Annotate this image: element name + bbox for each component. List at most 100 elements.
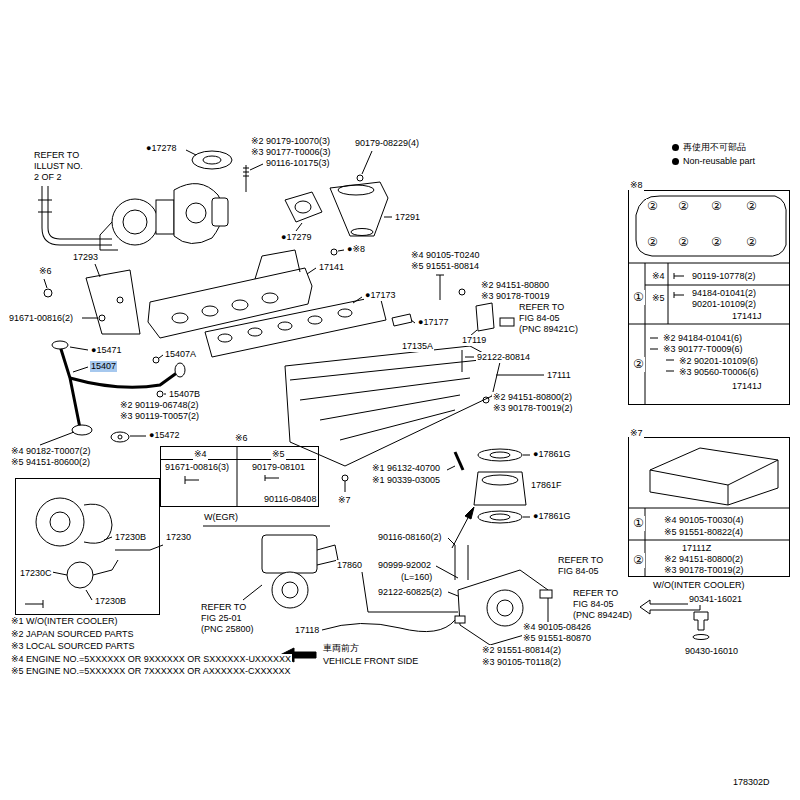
part-label: 90179-08229(4)	[354, 138, 420, 149]
part-label: ●15471	[90, 345, 122, 356]
part-label: ①	[632, 290, 645, 305]
part-label: ※3 90178-T0019(2)	[663, 565, 745, 576]
part-label: 17119	[461, 335, 487, 346]
part-label: 再使用不可部品	[682, 142, 747, 153]
part-label: ●15472	[148, 430, 180, 441]
part-label: ※4 90105-T0030(4)	[663, 515, 745, 526]
part-label: ②	[632, 553, 645, 568]
part-label: 90430-16010	[684, 646, 739, 657]
part-label: ※5 91551-80814	[410, 261, 480, 272]
part-label: ※4 90105-08426	[522, 622, 592, 633]
part-label: ※3 90178-T0019(2)	[492, 403, 574, 414]
part-label: 17230C	[19, 568, 53, 579]
part-label: 17230B	[114, 532, 147, 543]
part-label: 90116-08408	[263, 494, 317, 505]
part-label: ②	[745, 235, 758, 250]
part-label: ※2 91551-80814(2)	[481, 645, 562, 656]
part-label: ※2 94151-80800(2)	[663, 554, 744, 565]
part-label: ※3 90177-T0009(6)	[662, 344, 744, 355]
part-label: 90341-16021	[688, 594, 743, 605]
part-label: ※8	[629, 180, 644, 191]
part-label: 91671-00816(2)	[8, 313, 74, 324]
part-label: ①	[632, 516, 645, 531]
part-label: ※2 90119-06748(2)	[119, 400, 199, 411]
inset-box: ※6※4※591671-00816(3)90179-0810190116-084…	[160, 446, 319, 507]
part-label: ※3 LOCAL SOURCED PARTS	[10, 641, 135, 652]
part-label: 92122-80814	[476, 352, 531, 363]
part-label: 15407	[90, 361, 117, 372]
part-label: 94184-01041(2)	[691, 288, 757, 299]
part-label: ※6	[234, 433, 249, 444]
part-label: 17861F	[530, 480, 563, 491]
part-label: ※4	[651, 271, 666, 282]
part-label: ※4	[193, 449, 208, 460]
part-label: ※4 90182-T0007(2)	[10, 446, 92, 457]
part-label: ②	[710, 235, 723, 250]
part-label: ●17861G	[532, 449, 571, 460]
part-label: ※4 ENGINE NO.=5XXXXXX OR 9XXXXXX OR SXXX…	[10, 654, 292, 665]
part-label: (L=160)	[400, 572, 433, 583]
legend-dot	[672, 158, 679, 165]
part-label: 17860	[336, 560, 363, 571]
part-label: 17141J	[731, 381, 763, 392]
part-label: ※2 94151-80800	[480, 280, 550, 291]
part-label: ※6	[38, 266, 53, 277]
part-label: 92122-60825(2)	[377, 587, 443, 598]
part-label: ②	[677, 235, 690, 250]
part-label: ※2 94151-80800(2)	[492, 392, 573, 403]
part-label: ※1 W/O(INTER COOLER)	[10, 616, 119, 627]
part-label: ※3 90560-T0006(6)	[678, 367, 760, 378]
part-label: ●※8	[346, 244, 366, 255]
part-label: ※3 90119-T0057(2)	[119, 411, 200, 422]
part-label: 90999-92002	[377, 560, 432, 571]
part-label: ※5	[651, 293, 666, 304]
part-label: ②	[745, 199, 758, 214]
part-label: ②	[646, 199, 659, 214]
part-label: 17230B	[94, 596, 127, 607]
part-label: 17230	[165, 532, 192, 543]
part-label: ●17173	[364, 290, 396, 301]
part-label: ※7	[337, 495, 352, 506]
part-label: 90179-08101	[251, 462, 306, 473]
part-label: REFER TO FIG 84-05 (PNC 89424D)	[572, 588, 636, 621]
part-label: ※7	[629, 428, 644, 439]
part-label: ●17278	[145, 143, 177, 154]
part-label: 17293	[72, 252, 99, 263]
part-label: ※5 94151-80600(2)	[10, 457, 91, 468]
legend-dot	[672, 144, 679, 151]
part-label: ②	[710, 199, 723, 214]
part-label: ※1 96132-40700	[371, 463, 441, 474]
part-label: ②	[632, 357, 645, 372]
part-label: 91671-00816(3)	[164, 462, 230, 473]
part-label: 90116-10175(3)	[265, 158, 330, 169]
part-label: 17291	[394, 212, 421, 223]
part-label: W(EGR)	[203, 512, 239, 523]
inset-box: ※7①※4 90105-T0030(4)※5 91551-80822(4)②17…	[628, 437, 790, 577]
part-label: ※1 90339-03005	[371, 475, 441, 486]
part-label: 90116-08160(2)	[377, 532, 442, 543]
part-label: REFER TO FIG 84-05	[557, 555, 609, 577]
part-label: ※3 90105-T0118(2)	[481, 657, 562, 668]
part-label: ●17279	[280, 232, 312, 243]
inset-box: ※8②②②②②②②②①※490119-10778(2)※594184-01041…	[628, 190, 790, 405]
part-label: 90201-10109(2)	[691, 299, 757, 310]
part-label: 17141J	[731, 311, 763, 322]
part-label: 17135A	[401, 341, 434, 352]
part-label: ※5 91551-80870	[522, 633, 592, 644]
part-label: 17111Z	[681, 543, 712, 554]
part-label: REFER TO FIG 84-05 (PNC 89421C)	[518, 302, 582, 335]
part-label: 15407A	[164, 349, 197, 360]
part-label: 178302D	[732, 777, 771, 788]
part-label: ※2 90201-10109(6)	[678, 356, 759, 367]
part-label: W/O(INTER COOLER)	[652, 580, 746, 591]
part-label: 17118	[294, 625, 320, 636]
part-label: ※3 90178-T0019	[480, 291, 551, 302]
part-label: 90119-10778(2)	[691, 271, 756, 282]
part-label: ●17177	[417, 317, 449, 328]
part-label: 車両前方	[322, 643, 360, 654]
part-label: ※2 94184-01041(6)	[662, 333, 743, 344]
part-label: REFER TO ILLUST NO. 2 OF 2	[33, 150, 91, 183]
part-label: ※2 JAPAN SOURCED PARTS	[10, 629, 135, 640]
part-label: REFER TO FIG 25-01 (PNC 25800)	[200, 602, 258, 635]
